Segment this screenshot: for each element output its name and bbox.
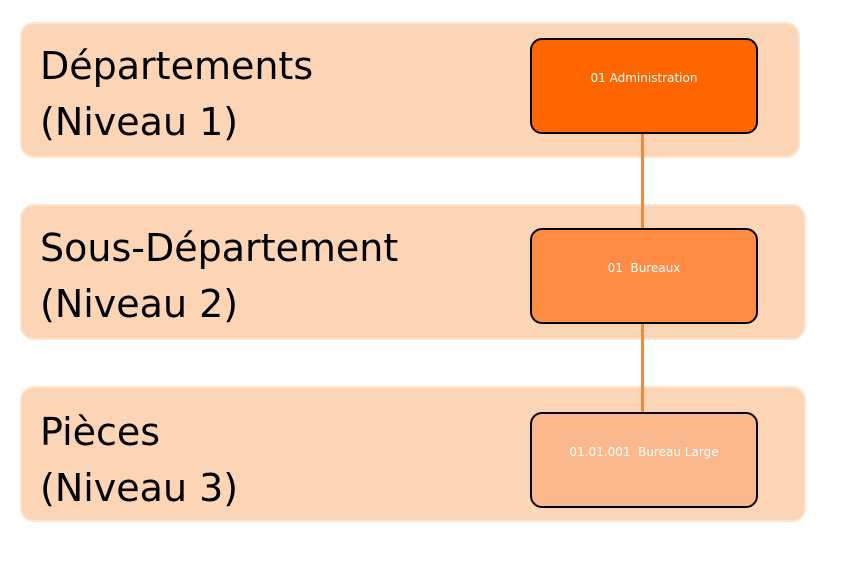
- level-2-subtitle: (Niveau 2): [40, 282, 239, 326]
- level-3-subtitle: (Niveau 3): [40, 466, 239, 510]
- level-1-title: Départements: [40, 44, 314, 88]
- level-2-title: Sous-Département: [40, 226, 399, 270]
- level-3-title: Pièces: [40, 410, 161, 454]
- connector-2-3: [641, 323, 644, 412]
- node-bureaux[interactable]: 01 Bureaux: [530, 228, 758, 324]
- node-administration[interactable]: 01 Administration: [530, 38, 758, 134]
- level-1-label: Départements (Niveau 1): [40, 38, 313, 150]
- level-3-label: Pièces (Niveau 3): [40, 404, 238, 516]
- connector-1-2: [641, 134, 644, 228]
- level-2-label: Sous-Département (Niveau 2): [40, 220, 398, 332]
- node-bureau-large[interactable]: 01.01.001 Bureau Large: [530, 412, 758, 508]
- level-1-subtitle: (Niveau 1): [40, 100, 239, 144]
